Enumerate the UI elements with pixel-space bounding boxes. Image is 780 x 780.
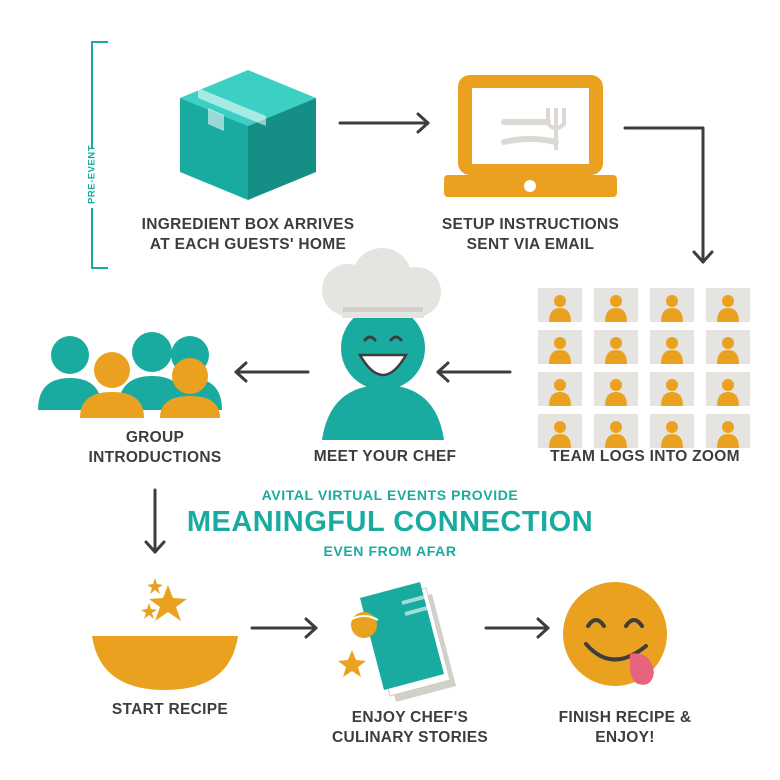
box-icon xyxy=(180,70,316,200)
zoom-participant-tile xyxy=(650,330,694,364)
zoom-participant-tile xyxy=(538,372,582,406)
tagline-line1: AVITAL VIRTUAL EVENTS PROVIDE xyxy=(261,487,519,503)
arrow-group-to-start xyxy=(144,488,166,554)
arrow-start-to-stories xyxy=(250,617,318,639)
arrow-box-to-laptop xyxy=(338,112,430,134)
arrow-zoom-to-chef xyxy=(436,361,512,383)
label-finish-recipe: FINISH RECIPE &ENJOY! xyxy=(558,709,692,746)
zoom-participant-tile xyxy=(594,372,638,406)
zoom-participant-tile xyxy=(594,414,638,448)
zoom-participant-tile xyxy=(538,288,582,322)
pre-event-label: PRE-EVENT xyxy=(86,145,98,204)
zoom-participant-tile xyxy=(706,288,750,322)
zoom-participant-tile xyxy=(650,372,694,406)
arrow-laptop-to-zoom xyxy=(623,126,714,264)
zoom-participant-tile xyxy=(706,414,750,448)
arrow-stories-to-finish xyxy=(484,617,550,639)
zoom-participant-tile xyxy=(650,414,694,448)
pre-event-bracket xyxy=(91,41,108,269)
zoom-participant-tile xyxy=(594,288,638,322)
zoom-participant-tile xyxy=(538,330,582,364)
zoom-participant-tile xyxy=(594,330,638,364)
label-start-recipe: START RECIPE xyxy=(111,701,229,718)
face-tongue-icon xyxy=(563,582,667,686)
label-team-logs: TEAM LOGS INTO ZOOM xyxy=(550,448,740,465)
laptop-icon xyxy=(444,75,617,197)
zoom-grid-icon xyxy=(538,288,750,448)
label-meet-chef: MEET YOUR CHEF xyxy=(313,448,457,465)
book-icon xyxy=(338,582,456,702)
arrow-chef-to-group xyxy=(234,361,310,383)
zoom-participant-tile xyxy=(706,330,750,364)
group-icon xyxy=(38,332,222,418)
zoom-participant-tile xyxy=(538,414,582,448)
tagline-headline: MEANINGFUL CONNECTION xyxy=(186,506,594,538)
zoom-participant-tile xyxy=(650,288,694,322)
tagline-line3: EVEN FROM AFAR xyxy=(323,543,457,559)
bowl-icon xyxy=(92,578,238,690)
zoom-participant-tile xyxy=(706,372,750,406)
chef-icon xyxy=(322,248,444,440)
